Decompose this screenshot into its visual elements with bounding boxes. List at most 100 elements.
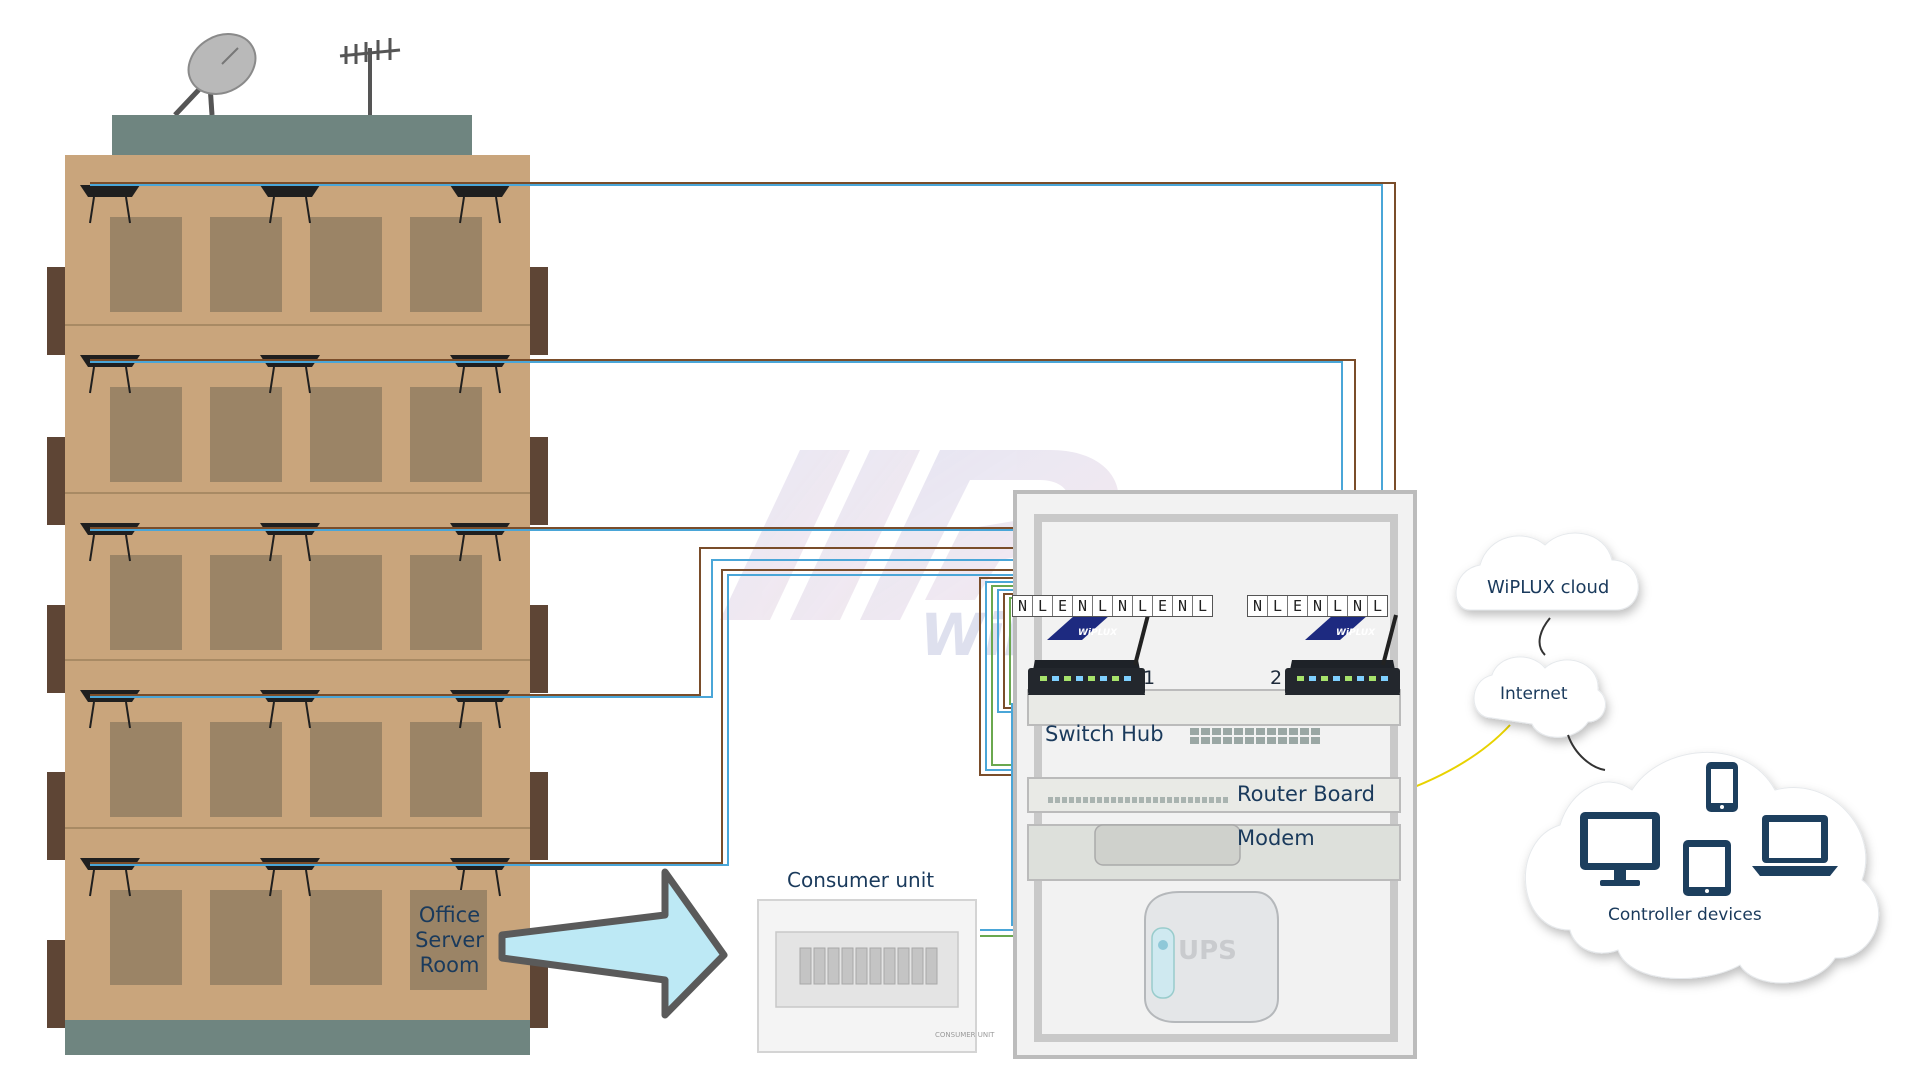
switch-hub-label: Switch Hub xyxy=(1045,722,1164,746)
status-led xyxy=(1297,676,1304,681)
switch-port xyxy=(1267,728,1276,735)
status-led xyxy=(1100,676,1107,681)
window-shutter xyxy=(530,772,548,860)
satellite-dish-icon xyxy=(173,33,257,117)
terminal-pin: E xyxy=(1053,596,1073,616)
switch-port xyxy=(1223,728,1232,735)
ups-label: UPS xyxy=(1178,936,1237,966)
ceiling-light-icon xyxy=(80,185,140,224)
router-port xyxy=(1146,797,1151,803)
status-led xyxy=(1381,676,1388,681)
monitor-icon xyxy=(1580,812,1660,886)
switch-port xyxy=(1245,728,1254,735)
switch-port xyxy=(1223,737,1232,744)
building-window xyxy=(210,387,282,482)
switch-port xyxy=(1311,728,1320,735)
status-led xyxy=(1345,676,1352,681)
switch-port xyxy=(1190,737,1199,744)
modem-label: Modem xyxy=(1237,826,1315,850)
switch-port xyxy=(1245,737,1254,744)
breaker-switch xyxy=(925,947,938,985)
window-shutter xyxy=(47,940,65,1028)
building xyxy=(47,33,548,1055)
terminal-pin: L xyxy=(1372,597,1383,615)
consumer-unit-breakers xyxy=(799,947,938,985)
switch-port xyxy=(1289,737,1298,744)
terminal-pin: L xyxy=(1033,596,1053,616)
building-window xyxy=(310,722,382,817)
controller-devices-label: Controller devices xyxy=(1608,905,1762,925)
breaker-switch xyxy=(911,947,924,985)
terminal-pin: L xyxy=(1133,596,1153,616)
router-port xyxy=(1160,797,1165,803)
router-port xyxy=(1125,797,1130,803)
router-port xyxy=(1076,797,1081,803)
switch-port xyxy=(1300,737,1309,744)
terminal-pin: L xyxy=(1197,597,1208,615)
terminal-pin: N xyxy=(1248,596,1268,616)
terminal-pin: N xyxy=(1013,596,1033,616)
terminal-pin: L xyxy=(1268,596,1288,616)
router-port xyxy=(1055,797,1060,803)
switch-port xyxy=(1278,737,1287,744)
router-board-ports xyxy=(1048,797,1228,803)
arrow-right-icon xyxy=(498,868,728,1019)
building-window xyxy=(410,555,482,650)
building-base xyxy=(65,1020,530,1055)
terminal-pin: N xyxy=(1113,596,1133,616)
router-port xyxy=(1139,797,1144,803)
office-server-room-window xyxy=(410,890,487,990)
building-window xyxy=(210,890,282,985)
building-window xyxy=(110,217,182,312)
router-board-device xyxy=(1027,777,1401,813)
router-port xyxy=(1181,797,1186,803)
router-port xyxy=(1062,797,1067,803)
switch-port xyxy=(1256,737,1265,744)
internet-link-line xyxy=(1567,734,1606,771)
router-port xyxy=(1083,797,1088,803)
router-port xyxy=(1153,797,1158,803)
breaker-switch xyxy=(869,947,882,985)
building-window xyxy=(310,890,382,985)
router-port xyxy=(1097,797,1102,803)
switch-port xyxy=(1311,737,1320,744)
modem-device xyxy=(1094,824,1241,866)
cloud-link-line xyxy=(1538,617,1551,656)
status-led xyxy=(1124,676,1131,681)
consumer-unit-label: Consumer unit xyxy=(787,868,935,892)
office-label-line3: Room xyxy=(419,953,480,977)
window-shutter xyxy=(47,267,65,355)
building-window xyxy=(110,555,182,650)
controller-2-number: 2 xyxy=(1270,667,1283,689)
router-board-label: Router Board xyxy=(1237,782,1375,806)
switch-port xyxy=(1256,728,1265,735)
window-shutter xyxy=(47,772,65,860)
terminal-pin: E xyxy=(1153,596,1173,616)
tablet-icon xyxy=(1683,840,1731,896)
ceiling-light-icon xyxy=(260,185,320,224)
breaker-switch xyxy=(883,947,896,985)
switch-port xyxy=(1267,737,1276,744)
status-led xyxy=(1309,676,1316,681)
router-port xyxy=(1048,797,1053,803)
status-led xyxy=(1333,676,1340,681)
controller-2-brand: WiPLUX xyxy=(1336,628,1376,638)
router-port xyxy=(1223,797,1228,803)
breaker-switch xyxy=(841,947,854,985)
server-rack xyxy=(1013,490,1417,1059)
antenna-icon xyxy=(339,38,401,115)
router-port xyxy=(1104,797,1109,803)
terminal-pin: N xyxy=(1348,596,1368,616)
window-shutter xyxy=(530,605,548,693)
router-port xyxy=(1209,797,1214,803)
switch-port xyxy=(1190,728,1199,735)
controller-1-number: 1 xyxy=(1143,667,1156,689)
switch-port xyxy=(1212,737,1221,744)
office-label-line2: Server xyxy=(415,928,484,952)
terminal-pin: L xyxy=(1328,596,1348,616)
status-led xyxy=(1076,676,1083,681)
router-port xyxy=(1195,797,1200,803)
terminal-pin: N xyxy=(1308,596,1328,616)
window-shutter xyxy=(530,437,548,525)
